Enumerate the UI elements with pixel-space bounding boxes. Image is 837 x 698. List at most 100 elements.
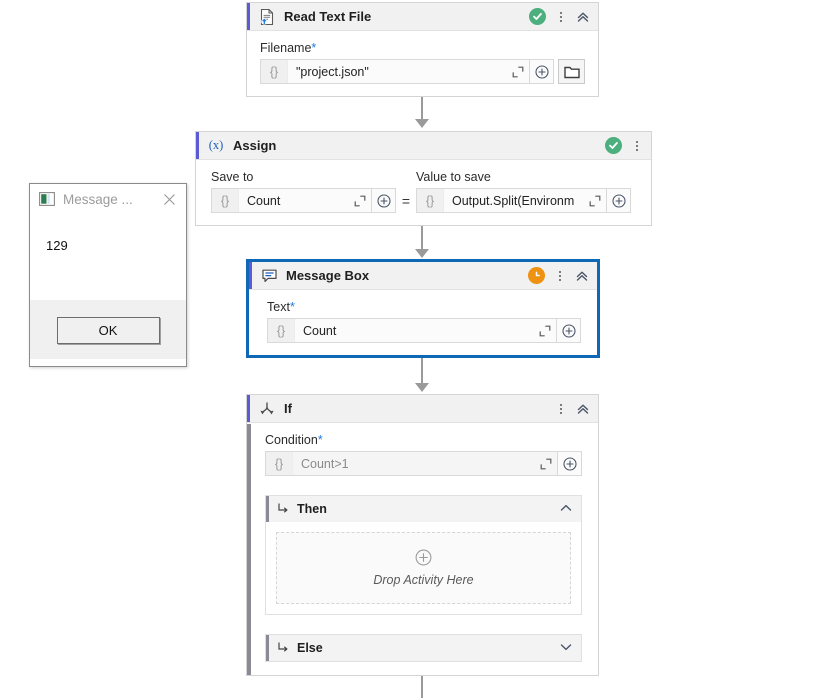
expression-prefix-icon: {} [261,60,288,83]
required-marker: * [311,41,317,55]
activity-menu-button[interactable] [553,8,569,26]
assign-columns: Save to {} Count [211,170,636,213]
expand-expression-icon[interactable] [535,458,557,470]
activity-accent-bar [249,262,252,289]
save-to-input[interactable]: {} Count [211,188,372,213]
plus-circle-icon[interactable] [557,318,581,343]
branch-then-body: Drop Activity Here [266,522,581,614]
activity-menu-button[interactable] [552,267,568,285]
folder-icon[interactable] [558,59,585,84]
condition-input[interactable]: {} Count>1 [265,451,558,476]
chevron-double-up-icon[interactable] [573,267,591,285]
field-label-value-to-save: Value to save [416,170,491,184]
expand-expression-icon[interactable] [584,195,606,207]
connector-if-to-next [421,676,423,698]
connector-messagebox-to-if [421,352,423,385]
plus-circle-icon [415,549,432,569]
dialog-title-bar[interactable]: Message ... [30,184,186,214]
activity-title: If [284,401,292,416]
field-row-save-to: {} Count [211,188,396,213]
assign-value-column: Value to save {} Output.Split(Environm [416,170,631,213]
plus-circle-icon[interactable] [372,188,396,213]
connector-assign-to-messagebox [421,218,423,251]
dialog-content: 129 [30,214,186,300]
activity-title: Read Text File [284,9,372,24]
save-to-value: Count [247,193,281,208]
connector-arrowhead-if [415,383,429,392]
activity-menu-button[interactable] [629,137,645,155]
activity-menu-button[interactable] [553,400,569,418]
activity-body-message-box: Text* {} Count [249,290,597,355]
activity-header-if[interactable]: If [247,395,598,423]
field-row-value-to-save: {} Output.Split(Environm [416,188,631,213]
required-marker: * [289,300,295,314]
branch-then-header[interactable]: Then [266,496,581,522]
branch-then[interactable]: Then [265,495,582,615]
ok-button[interactable]: OK [56,316,160,344]
expression-prefix-icon: {} [212,189,239,212]
connector-readfile-to-assign [421,88,423,121]
clock-icon [528,267,545,284]
app-window-icon [39,192,55,206]
field-label-text: Filename [260,41,312,55]
activity-accent-bar [247,395,250,422]
field-label-condition: Condition* [265,433,582,447]
expand-expression-icon[interactable] [349,195,371,207]
activity-body-if: Condition* {} Count>1 [247,423,598,662]
activity-card-assign[interactable]: (x) Assign Save to {} Count [195,131,652,226]
chevron-double-up-icon[interactable] [574,8,592,26]
dialog-title: Message ... [63,191,133,207]
expand-expression-icon[interactable] [507,66,529,78]
activity-accent-bar [196,132,199,159]
expression-prefix-icon: {} [266,452,293,475]
branch-arrow-icon [277,502,289,516]
if-container-bar [247,424,251,675]
assign-variable-icon: (x) [207,137,225,155]
activity-header-message-box[interactable]: Message Box [249,262,597,290]
field-row-text: {} Count [267,318,581,343]
activity-header-read-text-file[interactable]: Read Text File [247,3,598,31]
assign-save-to-column: Save to {} Count [211,170,396,213]
activity-title: Assign [233,138,277,153]
value-to-save-input[interactable]: {} Output.Split(Environm [416,188,607,213]
speech-bubble-icon [260,267,278,285]
dialog-footer: OK [30,300,186,359]
activity-card-message-box[interactable]: Message Box Text* {} [247,260,599,357]
chevron-up-icon[interactable] [559,501,573,518]
drop-activity-zone-then[interactable]: Drop Activity Here [276,532,571,604]
message-box-dialog[interactable]: Message ... 129 OK [29,183,187,367]
value-to-save-value: Output.Split(Environm [452,193,575,208]
chevron-down-icon[interactable] [559,640,573,657]
expression-prefix-icon: {} [417,189,444,212]
activity-body-assign: Save to {} Count [196,160,651,225]
expression-prefix-icon: {} [268,319,295,342]
plus-circle-icon[interactable] [530,59,554,84]
check-circle-icon [605,137,622,154]
expand-expression-icon[interactable] [534,325,556,337]
chevron-double-up-icon[interactable] [574,400,592,418]
branch-else-header[interactable]: Else [266,635,581,661]
branch-then-label: Then [297,502,327,516]
dialog-message: 129 [46,238,68,253]
branch-else[interactable]: Else [265,634,582,662]
connector-arrowhead-assign [415,119,429,128]
drop-activity-label: Drop Activity Here [373,573,474,587]
activity-body-read-text-file: Filename* {} "project.json" [247,31,598,96]
activity-card-if[interactable]: If Condition* {} Count>1 [246,394,599,676]
assign-icon-text: (x) [208,138,224,152]
activity-accent-bar [247,3,250,30]
document-upload-icon [258,8,276,26]
field-label-condition-value: Condition [265,433,318,447]
activity-header-assign[interactable]: (x) Assign [196,132,651,160]
filename-value: "project.json" [296,64,369,79]
plus-circle-icon[interactable] [607,188,631,213]
condition-value: Count>1 [301,456,349,471]
message-text-value: Count [303,323,337,338]
activity-card-read-text-file[interactable]: Read Text File Filename* {} [246,2,599,97]
plus-circle-icon[interactable] [558,451,582,476]
close-icon[interactable] [158,188,180,210]
filename-input[interactable]: {} "project.json" [260,59,530,84]
message-text-input[interactable]: {} Count [267,318,557,343]
required-marker: * [317,433,323,447]
